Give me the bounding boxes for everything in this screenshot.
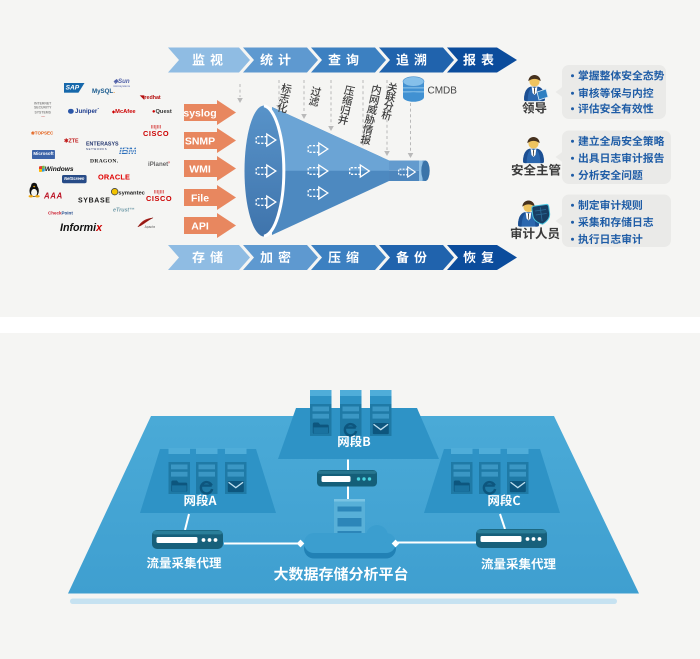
- svg-text:CMDB: CMDB: [428, 86, 458, 97]
- svg-text:WMI: WMI: [189, 164, 211, 176]
- svg-text:syslog: syslog: [183, 108, 216, 120]
- svg-text:File: File: [191, 193, 209, 205]
- svg-text:SNMP: SNMP: [185, 136, 215, 148]
- svg-text:Apache: Apache: [145, 225, 155, 228]
- svg-text:API: API: [191, 221, 209, 233]
